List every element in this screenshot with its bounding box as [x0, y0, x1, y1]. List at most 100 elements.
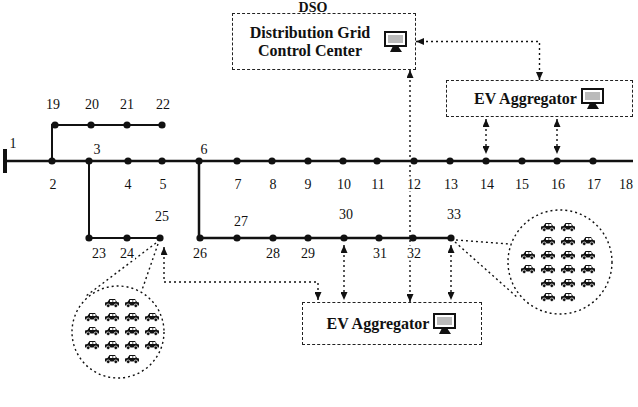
bus-number: 31	[372, 246, 388, 261]
bus-number: 30	[338, 207, 354, 222]
bus-dot	[373, 157, 380, 164]
text-group: Distribution Grid Control Center	[240, 24, 380, 60]
car-icon	[581, 265, 595, 274]
bus-dot	[410, 157, 417, 164]
bus-dot	[339, 157, 346, 164]
car-icon	[581, 251, 595, 260]
bus-dot	[340, 234, 347, 241]
bus-dot	[123, 121, 130, 128]
car-icon	[561, 279, 575, 288]
car-icon	[541, 251, 555, 260]
car-icon	[541, 265, 555, 274]
bus-dot	[268, 157, 275, 164]
bus-number: 19	[45, 97, 61, 112]
bus-number: 32	[406, 246, 422, 261]
bus-number: 27	[233, 214, 249, 229]
bus-number: 26	[192, 246, 208, 261]
ev-cluster	[72, 286, 164, 378]
bus-dot	[51, 121, 58, 128]
car-icon	[561, 265, 575, 274]
computer-icon	[581, 88, 605, 110]
bus-number: 15	[514, 177, 530, 192]
substation-bus	[3, 149, 7, 173]
bus-number: 11	[370, 177, 385, 192]
text-group: EV Aggregator	[327, 315, 430, 333]
bus-number: 1	[9, 136, 18, 151]
bus-number: 17	[586, 177, 602, 192]
communication-links	[86, 119, 557, 300]
bus-dot	[447, 234, 454, 241]
bus-dot	[87, 121, 94, 128]
bus-dot	[158, 121, 165, 128]
bus-number: 5	[159, 177, 168, 192]
text-group: EV Aggregator	[474, 90, 577, 108]
car-icon	[581, 279, 595, 288]
computer-icon	[384, 31, 408, 53]
lateral-feeder	[52, 125, 162, 161]
bus-number: 13	[443, 177, 459, 192]
car-icon	[521, 265, 535, 274]
bus-number: 12	[406, 177, 422, 192]
comm-link	[164, 247, 318, 300]
bus-number: 24	[119, 246, 135, 261]
aggregator-box: EV Aggregator	[302, 302, 482, 345]
bus-dot	[123, 234, 130, 241]
bus-number: 22	[155, 97, 171, 112]
main-feeder	[5, 160, 633, 163]
car-icon	[145, 327, 159, 336]
node-title: Distribution Grid Control Center	[240, 24, 380, 60]
car-icon	[105, 327, 119, 336]
bus-dot	[196, 234, 203, 241]
lateral-feeder	[199, 161, 452, 238]
car-icon	[105, 299, 119, 308]
bus-number: 16	[550, 177, 566, 192]
bus-number: 9	[304, 177, 313, 192]
bus-number: 29	[300, 246, 316, 261]
bus-number: 4	[124, 177, 133, 192]
bus-number: 10	[336, 177, 352, 192]
lateral-feeder	[89, 161, 162, 238]
car-icon	[85, 341, 99, 350]
car-icon	[561, 293, 575, 302]
control-center-box: Distribution Grid Control Center	[232, 13, 416, 70]
car-icon	[145, 313, 159, 322]
bus-number: 6	[200, 142, 209, 157]
bus-number: 23	[91, 246, 107, 261]
ev-cluster	[508, 210, 612, 314]
car-icon	[125, 299, 139, 308]
bus-dot	[304, 157, 311, 164]
bus-number: 25	[154, 209, 170, 224]
car-icon	[85, 327, 99, 336]
car-icon	[561, 237, 575, 246]
zoom-leader	[456, 240, 510, 244]
bus-number: 18	[618, 177, 634, 192]
car-icon	[521, 251, 535, 260]
node-title: EV Aggregator	[327, 315, 430, 333]
bus-dot	[269, 234, 276, 241]
bus-dot	[85, 234, 92, 241]
bus-dot	[375, 234, 382, 241]
bus-number: 20	[84, 97, 100, 112]
car-icon	[105, 313, 119, 322]
car-icon	[125, 341, 139, 350]
car-icon	[581, 237, 595, 246]
computer-icon	[433, 313, 457, 335]
bus-dot	[156, 234, 163, 241]
node-title: EV Aggregator	[474, 90, 577, 108]
bus-number: 7	[234, 177, 243, 192]
bus-number: 14	[479, 177, 495, 192]
car-icon	[125, 313, 139, 322]
comm-link	[485, 119, 486, 154]
bus-dot	[304, 234, 311, 241]
bus-dots	[48, 121, 596, 241]
bus-dot	[85, 157, 92, 164]
bus-dot	[553, 157, 560, 164]
bus-dot	[482, 157, 489, 164]
bus-dot	[195, 157, 202, 164]
car-icon	[541, 279, 555, 288]
car-icon	[561, 223, 575, 232]
comm-link	[450, 245, 451, 300]
bus-dot	[48, 157, 55, 164]
bus-dot	[158, 157, 165, 164]
